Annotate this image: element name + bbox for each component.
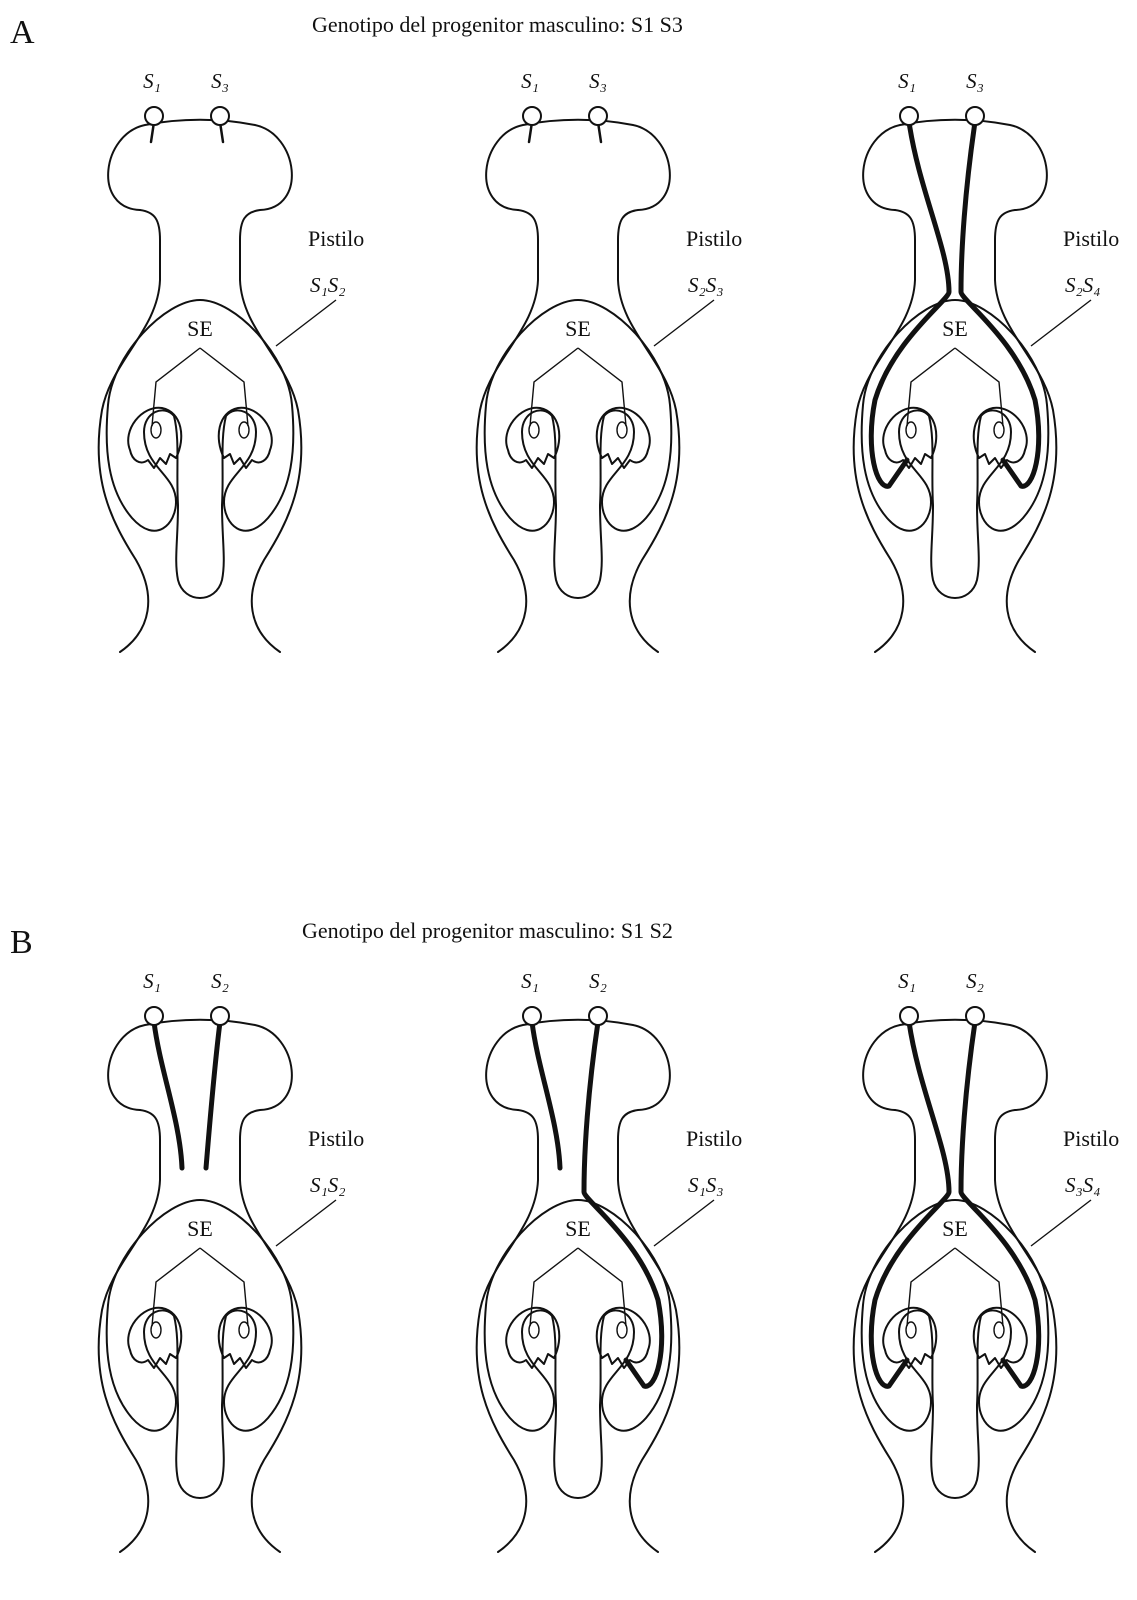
allele-right-label: S₃: [211, 69, 229, 93]
pistil-label: Pistilo: [1063, 226, 1119, 251]
pollen-grain-left: [900, 1007, 918, 1025]
allele-right-label: S₃: [589, 69, 607, 93]
allele-right-label: S₂: [966, 969, 984, 993]
pistil-label: Pistilo: [1063, 1126, 1119, 1151]
se-label: SE: [942, 316, 968, 341]
allele-right-label: S₂: [589, 969, 607, 993]
se-leader-lines: [530, 1248, 626, 1326]
pistil-right-wall: [108, 120, 301, 652]
pistil-genotype: S₁S₂: [310, 1173, 346, 1197]
panel-b: B Genotipo del progenitor masculino: S1 …: [0, 900, 1137, 1600]
allele-left-label: S₁: [143, 69, 161, 93]
pollen-grain-left: [523, 107, 541, 125]
pistil-genotype: S₃S₄: [1065, 1173, 1101, 1197]
se-label: SE: [187, 316, 213, 341]
se-leader-lines: [152, 348, 248, 426]
pollen-grain-right: [589, 107, 607, 125]
pistil-label: Pistilo: [686, 1126, 742, 1151]
se-leader-lines: [907, 348, 1003, 426]
se-leader-lines: [530, 348, 626, 426]
pistil-leader-line: [1031, 300, 1091, 346]
se-leader-lines: [152, 1248, 248, 1326]
allele-left-label: S₁: [143, 969, 161, 993]
allele-left-label: S₁: [898, 969, 916, 993]
pistil-leader-line: [654, 300, 714, 346]
pollen-grain-right: [966, 107, 984, 125]
pollen-tube-left: [154, 1022, 182, 1168]
pistil-leader-line: [1031, 1200, 1091, 1246]
pollen-grain-right: [966, 1007, 984, 1025]
pistil-genotype: S₂S₄: [1065, 273, 1101, 297]
pollen-grain-right: [211, 107, 229, 125]
allele-right-label: S₃: [966, 69, 984, 93]
pollen-tube-right: [206, 1022, 220, 1168]
allele-left-label: S₁: [521, 969, 539, 993]
pistil-right-wall: [108, 1020, 301, 1552]
pistil-genotype: S₁S₂: [310, 273, 346, 297]
pistil-label: Pistilo: [686, 226, 742, 251]
pollen-grain-left: [145, 1007, 163, 1025]
allele-right-label: S₂: [211, 969, 229, 993]
pistil-genotype: S₂S₃: [688, 273, 724, 297]
pollen-tube-left: [532, 1022, 560, 1168]
pollen-grain-left: [523, 1007, 541, 1025]
pistil-genotype: S₁S₃: [688, 1173, 724, 1197]
se-label: SE: [187, 1216, 213, 1241]
allele-left-label: S₁: [521, 69, 539, 93]
pistil-label: Pistilo: [308, 226, 364, 251]
se-leader-lines: [907, 1248, 1003, 1326]
pistil-label: Pistilo: [308, 1126, 364, 1151]
se-label: SE: [565, 1216, 591, 1241]
pistil-leader-line: [276, 1200, 336, 1246]
panel-a: A Genotipo del progenitor masculino: S1 …: [0, 0, 1137, 700]
pollen-grain-right: [211, 1007, 229, 1025]
pistil-leader-line: [276, 300, 336, 346]
pollen-grain-right: [589, 1007, 607, 1025]
pistil-right-wall: [486, 120, 679, 652]
pollen-grain-left: [145, 107, 163, 125]
pistil-leader-line: [654, 1200, 714, 1246]
se-label: SE: [565, 316, 591, 341]
flower-diagram: SEPistiloS₁S₂S₁S₂: [30, 900, 370, 1600]
allele-left-label: S₁: [898, 69, 916, 93]
se-label: SE: [942, 1216, 968, 1241]
pollen-grain-left: [900, 107, 918, 125]
